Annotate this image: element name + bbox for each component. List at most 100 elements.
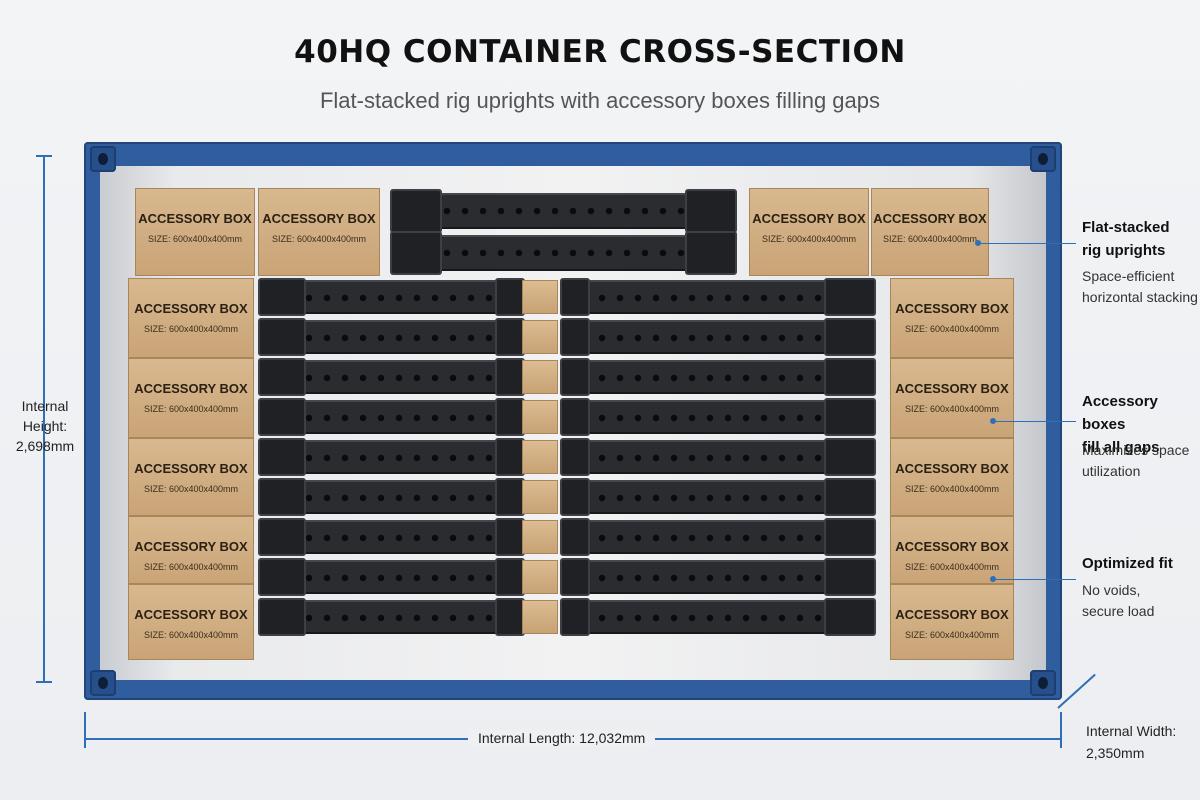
upright-end-bracket <box>258 478 306 516</box>
upright-end-bracket <box>495 558 525 596</box>
rig-upright <box>575 280 835 314</box>
upright-end-bracket <box>258 438 306 476</box>
accessory-box-label: ACCESSORY BOX <box>134 301 248 316</box>
spacer-block <box>522 480 558 514</box>
upright-end-bracket <box>560 318 590 356</box>
callout-boxes-description-line-1: Maximizes space <box>1082 442 1190 458</box>
upright-end-bracket <box>495 358 525 396</box>
accessory-box-size: SIZE: 600x400x400mm <box>147 234 243 244</box>
corner-casting-top-right <box>1030 146 1056 172</box>
upright-end-bracket <box>560 398 590 436</box>
accessory-box-label: ACCESSORY BOX <box>873 211 987 226</box>
accessory-box-label: ACCESSORY BOX <box>138 211 252 226</box>
upright-end-bracket <box>824 598 876 636</box>
accessory-box: ACCESSORY BOX SIZE: 600x400x400mm <box>871 188 989 276</box>
internal-height-caption: Internal Height: <box>21 398 69 434</box>
upright-end-bracket <box>824 558 876 596</box>
callout-dot-uprights <box>975 240 981 246</box>
accessory-box-size: SIZE: 600x400x400mm <box>904 562 1000 572</box>
accessory-box: ACCESSORY BOX SIZE: 600x400x400mm <box>890 278 1014 358</box>
upright-end-bracket <box>560 518 590 556</box>
internal-width-value: 2,350mm <box>1086 745 1145 761</box>
callout-fit-description-line-2: secure load <box>1082 603 1155 619</box>
corner-casting-bottom-right <box>1030 670 1056 696</box>
accessory-box-size: SIZE: 600x400x400mm <box>143 484 239 494</box>
accessory-box-label: ACCESSORY BOX <box>134 381 248 396</box>
height-dimension-tick-top <box>36 155 52 157</box>
accessory-box-label: ACCESSORY BOX <box>134 607 248 622</box>
upright-end-bracket <box>258 318 306 356</box>
upright-end-bracket <box>495 398 525 436</box>
upright-end-bracket <box>824 318 876 356</box>
callout-boxes-description-line-2: utilization <box>1082 463 1141 479</box>
callout-boxes-description: Maximizes space utilization <box>1082 440 1189 482</box>
callout-line-fit <box>995 579 1076 580</box>
upright-end-bracket <box>495 598 525 636</box>
rig-upright <box>575 440 835 474</box>
accessory-box-size: SIZE: 600x400x400mm <box>904 404 1000 414</box>
accessory-box-size: SIZE: 600x400x400mm <box>143 562 239 572</box>
accessory-box-size: SIZE: 600x400x400mm <box>271 234 367 244</box>
accessory-box-size: SIZE: 600x400x400mm <box>882 234 978 244</box>
callout-uprights-description: Space-efficient horizontal stacking <box>1082 266 1198 308</box>
upright-end-bracket <box>560 278 590 316</box>
upright-end-bracket <box>824 438 876 476</box>
length-dimension-tick-right <box>1060 712 1062 748</box>
callout-fit-description-line-1: No voids, <box>1082 582 1141 598</box>
callout-uprights-heading: Flat-stacked rig uprights <box>1082 216 1170 262</box>
callout-dot-boxes <box>990 418 996 424</box>
rig-upright <box>300 480 500 514</box>
upright-end-bracket <box>258 358 306 396</box>
accessory-box-size: SIZE: 600x400x400mm <box>904 630 1000 640</box>
upright-end-bracket <box>824 358 876 396</box>
accessory-box-label: ACCESSORY BOX <box>895 301 1009 316</box>
rig-upright <box>300 520 500 554</box>
diagram-title: 40HQ CONTAINER CROSS-SECTION <box>294 34 906 70</box>
spacer-block <box>522 440 558 474</box>
upright-end-bracket <box>560 558 590 596</box>
callout-boxes-heading: Accessory boxes fill all gaps <box>1082 390 1200 459</box>
accessory-box: ACCESSORY BOX SIZE: 600x400x400mm <box>135 188 255 276</box>
callout-fit-description: No voids, secure load <box>1082 580 1154 622</box>
width-dimension-line <box>1057 673 1096 709</box>
corner-casting-bottom-left <box>90 670 116 696</box>
upright-end-bracket <box>560 438 590 476</box>
upright-end-bracket <box>258 278 306 316</box>
diagram-subtitle: Flat-stacked rig uprights with accessory… <box>319 88 881 113</box>
accessory-box-size: SIZE: 600x400x400mm <box>904 324 1000 334</box>
rig-upright <box>438 235 688 271</box>
rig-upright <box>300 360 500 394</box>
accessory-box-size: SIZE: 600x400x400mm <box>143 404 239 414</box>
spacer-block <box>522 360 558 394</box>
internal-height-label: Internal Height: 2,698mm <box>2 396 88 456</box>
callout-uprights-heading-line-1: Flat-stacked <box>1082 219 1170 236</box>
accessory-box-label: ACCESSORY BOX <box>752 211 866 226</box>
internal-length-label: Internal Length: 12,032mm <box>468 730 656 746</box>
rig-upright <box>300 440 500 474</box>
upright-end-bracket <box>685 231 737 275</box>
rig-upright <box>300 560 500 594</box>
upright-end-bracket <box>258 598 306 636</box>
accessory-box: ACCESSORY BOX SIZE: 600x400x400mm <box>890 438 1014 516</box>
upright-end-bracket <box>685 189 737 233</box>
accessory-box-size: SIZE: 600x400x400mm <box>904 484 1000 494</box>
callout-uprights-heading-line-2: rig uprights <box>1082 242 1166 259</box>
upright-end-bracket <box>824 518 876 556</box>
upright-end-bracket <box>495 438 525 476</box>
height-dimension-tick-bottom <box>36 681 52 683</box>
upright-end-bracket <box>390 189 442 233</box>
accessory-box-size: SIZE: 600x400x400mm <box>761 234 857 244</box>
upright-end-bracket <box>390 231 442 275</box>
callout-fit-heading: Optimized fit <box>1082 552 1173 575</box>
rig-upright <box>575 560 835 594</box>
upright-end-bracket <box>495 478 525 516</box>
accessory-box-label: ACCESSORY BOX <box>895 461 1009 476</box>
